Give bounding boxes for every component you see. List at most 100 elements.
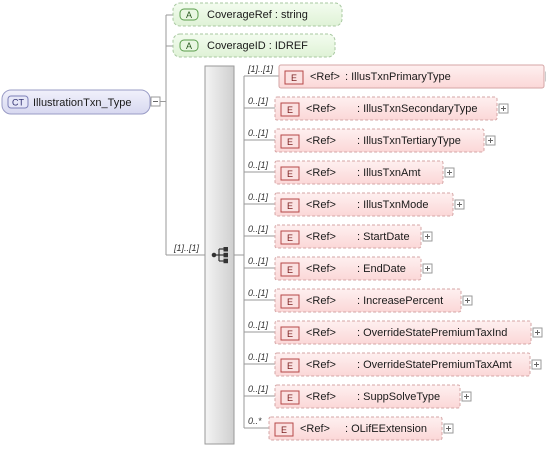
element-row: 0..[1]E<Ref>: OverrideStatePremiumTaxInd (244, 320, 543, 345)
element-badge-label: E (287, 137, 293, 147)
element-name: : SuppSolveType (357, 391, 440, 403)
element-badge-icon (280, 198, 300, 213)
element-ref-label: <Ref> (306, 391, 336, 403)
element-name: : IllusTxnSecondaryType (357, 103, 477, 115)
element-name: : StartDate (357, 231, 410, 243)
element-box[interactable] (274, 288, 462, 313)
element-ref-label: <Ref> (306, 103, 336, 115)
element-ref-label: <Ref> (306, 327, 336, 339)
element-box[interactable] (274, 384, 461, 409)
element-box[interactable] (274, 256, 422, 281)
element-ref-label: <Ref> (306, 359, 336, 371)
element-expand-icon[interactable] (531, 359, 542, 370)
element-expand-icon[interactable] (462, 295, 473, 306)
element-cardinality: 0..[1] (248, 288, 269, 298)
element-expand-icon[interactable] (461, 391, 472, 402)
element-row: 0..[1] E<Ref>: EndDate (244, 256, 433, 281)
element-node[interactable]: E<Ref>: OverrideStatePremiumTaxInd (274, 320, 532, 345)
element-badge-label: E (287, 329, 293, 339)
element-badge-icon (280, 390, 300, 405)
element-expand-icon[interactable] (422, 231, 433, 242)
element-badge-icon (280, 230, 300, 245)
element-box[interactable] (274, 192, 454, 217)
element-cardinality: 0..[1] (248, 96, 269, 106)
element-name: : IncreasePercent (357, 295, 443, 307)
attribute-text: CoverageID : IDREF (207, 40, 308, 52)
element-node[interactable]: E<Ref>: EndDate (274, 256, 422, 281)
element-badge-label: E (281, 425, 287, 435)
element-list: [1]..[1]E<Ref>: IllusTxnPrimaryType 0..[1… (244, 64, 546, 441)
element-ref-label: <Ref> (306, 263, 336, 275)
complex-type-box[interactable] (1, 89, 151, 115)
element-expand-icon[interactable] (454, 199, 465, 210)
element-ref-label: <Ref> (306, 167, 336, 179)
element-box[interactable] (274, 224, 422, 249)
element-expand-icon[interactable] (443, 423, 454, 434)
element-box[interactable] (278, 64, 545, 89)
element-node[interactable]: E<Ref>: IncreasePercent (274, 288, 462, 313)
element-cardinality: 0..[1] (248, 320, 269, 330)
element-expand-icon[interactable] (532, 327, 543, 338)
attribute-badge-label: A (186, 41, 192, 51)
attribute-badge-icon (179, 8, 199, 21)
element-badge-label: E (287, 233, 293, 243)
element-ref-label: <Ref> (310, 71, 340, 83)
element-cardinality: 0..[1] (248, 224, 269, 234)
attribute-text: CoverageRef : string (207, 9, 308, 21)
element-box[interactable] (274, 96, 498, 121)
element-expand-icon[interactable] (485, 135, 496, 146)
attribute-coverage-id[interactable]: A CoverageID : IDREF (172, 33, 336, 58)
element-name: : OLifEExtension (345, 423, 427, 435)
attribute-name: CoverageRef (207, 9, 273, 21)
element-name: : IllusTxnMode (357, 199, 429, 211)
element-expand-icon[interactable] (444, 167, 455, 178)
element-cardinality: 0..[1] (248, 160, 269, 170)
element-node[interactable]: E <Ref> : OLifEExtension (268, 416, 443, 441)
element-expand-icon[interactable] (422, 263, 433, 274)
attribute-coverage-ref[interactable]: A CoverageRef : string (172, 2, 343, 27)
element-ref-label: <Ref> (306, 295, 336, 307)
sequence-icon (211, 247, 228, 264)
element-ref-label: <Ref> (300, 423, 330, 435)
attribute-name: CoverageID (207, 40, 266, 52)
element-node[interactable]: E<Ref>: IllusTxnMode (274, 192, 454, 217)
element-node[interactable]: E<Ref>: IllusTxnPrimaryType (278, 64, 545, 89)
element-box[interactable] (274, 128, 485, 153)
element-box[interactable] (274, 352, 531, 377)
element-row: 0..[1]E<Ref>: IncreasePercent (244, 288, 473, 313)
element-badge-label: E (287, 169, 293, 179)
element-row: 0..[1]E<Ref>: IllusTxnTertiaryType (244, 128, 496, 153)
element-node[interactable]: E<Ref>: IllusTxnAmt (274, 160, 444, 185)
element-node[interactable]: E<Ref>: StartDate (274, 224, 422, 249)
element-box[interactable] (274, 160, 444, 185)
element-cardinality: 0..[1] (248, 384, 269, 394)
element-box[interactable] (274, 320, 532, 345)
element-node[interactable]: E<Ref>: IllusTxnSecondaryType (274, 96, 498, 121)
attribute-box[interactable] (172, 2, 343, 27)
attribute-badge-label: A (186, 10, 192, 20)
element-box[interactable] (268, 416, 443, 441)
attribute-badge-icon (179, 39, 199, 52)
element-row: 0..[1]E<Ref>: IllusTxnAmt (244, 160, 455, 185)
element-badge-icon (280, 134, 300, 149)
element-node[interactable]: E<Ref>: OverrideStatePremiumTaxAmt (274, 352, 531, 377)
element-badge-label: E (287, 393, 293, 403)
element-badge-icon (274, 422, 294, 437)
ct-badge-icon (7, 95, 29, 109)
attribute-box[interactable] (172, 33, 336, 58)
element-row: [1]..[1]E<Ref>: IllusTxnPrimaryType (244, 64, 546, 89)
sequence-compositor[interactable] (204, 65, 235, 445)
element-name: : OverrideStatePremiumTaxAmt (357, 359, 512, 371)
element-node[interactable]: E <Ref> : SuppSolveType (274, 384, 461, 409)
element-cardinality: 0..[1] (248, 192, 269, 202)
element-row: 0..[1]E<Ref>: IllusTxnSecondaryType (244, 96, 509, 121)
complex-type-node[interactable]: CT IllustrationTxn_Type (1, 89, 151, 115)
element-badge-icon (280, 262, 300, 277)
element-badge-icon (280, 294, 300, 309)
element-ref-label: <Ref> (306, 135, 336, 147)
ct-expander-handle[interactable] (150, 96, 161, 107)
element-expand-icon[interactable] (498, 103, 509, 114)
element-cardinality: 0..[1] (248, 256, 269, 266)
element-node[interactable]: E<Ref>: IllusTxnTertiaryType (274, 128, 485, 153)
